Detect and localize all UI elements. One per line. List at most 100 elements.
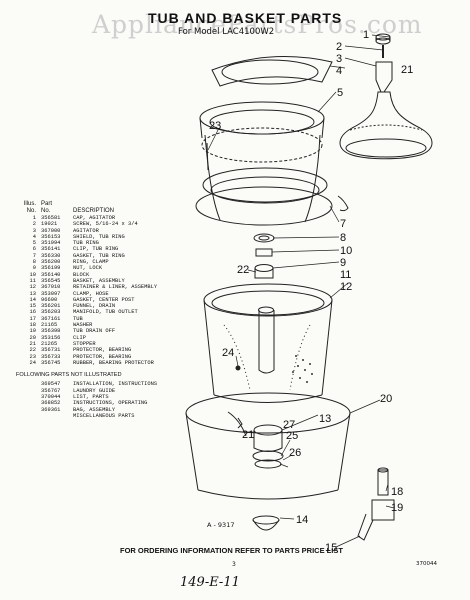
cell-part-no [41, 413, 73, 419]
cell-description: NUT, LOCK [73, 265, 103, 272]
cell-description: SHIELD, TUB RING [73, 233, 125, 240]
cell-illus-no: 4 [32, 233, 36, 240]
cell-part-no: 356545 [41, 277, 61, 284]
tub-ring-shield-drawing [211, 56, 333, 87]
cell-illus-no: 1 [32, 215, 36, 221]
callout-21-top: 21 [401, 64, 413, 76]
cell-description: SCREW, 5/16-24 x 3/4 [73, 221, 138, 228]
callout-24: 24 [222, 347, 234, 359]
cell-illus-no: 8 [32, 259, 36, 266]
cell-illus-no: 22 [29, 347, 36, 354]
cell-description: INSTALLATION, INSTRUCTIONS [73, 381, 158, 388]
cell-description: LAUNDRY GUIDE [73, 387, 116, 394]
not-illustrated-rows: 369547 INSTALLATION, INSTRUCTIONS 356767 LA… [16, 381, 212, 419]
table-row: 12 367010 RETAINER & LINER, ASSEMBLY [16, 284, 212, 290]
cell-description: RETAINER & LINER, ASSEMBLY [73, 284, 158, 291]
model-subtitle: For Model LAC4100W2 [178, 27, 275, 37]
callout-25: 25 [286, 430, 298, 442]
callout-12: 12 [340, 281, 352, 293]
cell-illus-no: 17 [29, 315, 36, 322]
cell-illus-no: 5 [32, 240, 36, 247]
cell-part-no: 356200 [41, 259, 61, 266]
callout-19: 19 [391, 502, 403, 514]
cell-part-no: 369547 [41, 381, 61, 388]
cell-description: TUB RING [73, 240, 99, 247]
callout-4: 4 [336, 65, 342, 77]
cell-description: TUB [73, 315, 83, 322]
cell-description: CLIP, TUB RING [73, 246, 119, 253]
callout-5: 5 [337, 87, 343, 99]
cell-description: GASKET, CENTER POST [73, 296, 135, 303]
cell-part-no: 356330 [41, 252, 61, 259]
table-header-row-2: No. No. DESCRIPTION [16, 208, 212, 215]
callout-1: 1 [363, 29, 369, 41]
cell-part-no: 356733 [41, 353, 61, 360]
cell-description: WASHER [73, 322, 93, 329]
cell-description: MISCELLANEOUS PARTS [73, 412, 135, 419]
cell-description: TUB DRAIN OFF [73, 328, 116, 335]
cell-illus-no: 9 [32, 265, 36, 272]
cell-illus-no: 16 [29, 309, 36, 316]
drain-manifold-drawing [357, 467, 395, 541]
cell-part-no: 356140 [41, 271, 61, 278]
cell-part-no: 369361 [41, 406, 61, 413]
cell-description: PROTECTOR, BEARING [73, 347, 132, 354]
cell-illus-no: 14 [29, 296, 36, 303]
basket-drawing [203, 283, 333, 403]
header-no-2: No. [41, 208, 51, 214]
table-row: 14 96690 GASKET, CENTER POST [16, 297, 212, 303]
cell-illus-no: 18 [29, 322, 36, 329]
cell-illus-no: 12 [29, 284, 36, 291]
cell-description: MANIFOLD, TUB OUTLET [73, 309, 138, 316]
cell-illus-no: 23 [29, 353, 36, 360]
callout-3: 3 [336, 53, 342, 65]
cell-part-no: 96690 [41, 296, 58, 303]
cell-part-no: 353097 [41, 290, 61, 297]
cell-description: CAP, AGITATOR [73, 215, 116, 221]
agitator-drawing [339, 61, 433, 160]
cell-part-no: 356767 [41, 387, 61, 394]
cell-illus-no: 2 [32, 221, 36, 228]
cell-part-no: 367000 [41, 227, 61, 234]
cell-illus-no: 20 [29, 334, 36, 341]
callout-9: 9 [340, 257, 346, 269]
callout-14: 14 [296, 514, 308, 526]
callout-22: 22 [237, 264, 249, 276]
cell-part-no: 356141 [41, 246, 61, 253]
cell-part-no: 367010 [41, 284, 61, 291]
table-row-not-illustrated: MISCELLANEOUS PARTS [16, 413, 212, 419]
document-number: 370044 [416, 561, 437, 567]
header-illus: Illus. [23, 201, 36, 207]
cell-part-no: 356745 [41, 359, 61, 366]
callout-2: 2 [336, 41, 342, 53]
table-row-not-illustrated: 369547 INSTALLATION, INSTRUCTIONS [16, 381, 212, 387]
gasket-drawing [195, 186, 333, 226]
table-header-row-1: Illus. Part [16, 201, 212, 208]
cell-illus-no: 15 [29, 303, 36, 310]
table-row-not-illustrated: 356767 LAUNDRY GUIDE [16, 388, 212, 394]
cell-description: CLAMP, HOSE [73, 290, 109, 297]
callout-11: 11 [340, 269, 351, 281]
cell-description: LIST, PARTS [73, 394, 109, 401]
callout-20: 20 [380, 393, 392, 405]
cell-illus-no: 7 [32, 252, 36, 259]
cell-part-no: 21165 [41, 322, 58, 329]
cell-description: INSTRUCTIONS, OPERATING [73, 400, 148, 407]
